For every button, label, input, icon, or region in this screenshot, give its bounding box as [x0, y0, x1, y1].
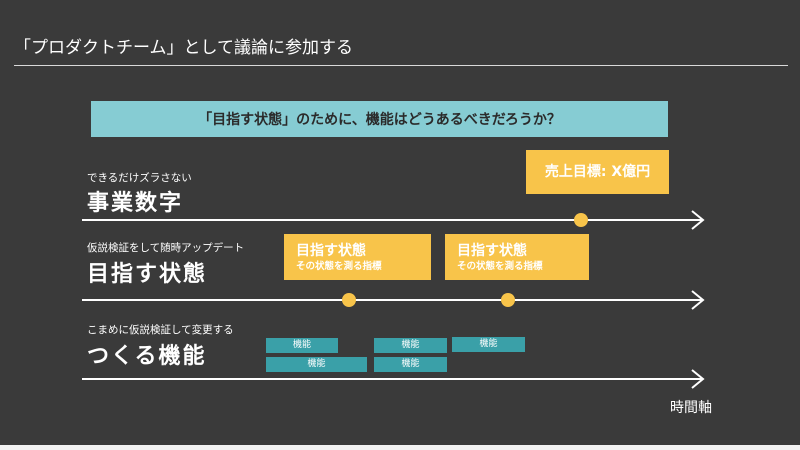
- feature-block-2: 機能: [266, 357, 367, 372]
- target-state-title-1: 目指す状態: [296, 243, 366, 259]
- target-state-milestone-1: [342, 293, 356, 307]
- row-title-target: 目指す状態: [87, 262, 208, 287]
- timeline-arrow-target: [82, 290, 710, 310]
- row-caption-features: こまめに仮説検証して変更する: [87, 324, 234, 336]
- target-state-callout-2: 目指す状態 その状態を測る指標: [445, 234, 589, 280]
- business-goal-callout: 売上目標: X億円: [526, 150, 669, 194]
- row-caption-business: できるだけズラさない: [87, 172, 192, 184]
- timeline-arrow-business: [82, 210, 710, 230]
- timeline-arrow-features: [82, 369, 710, 389]
- row-caption-target: 仮説検証をして随時アップデート: [87, 242, 245, 254]
- question-banner: 「目指す状態」のために、機能はどうあるべきだろうか？: [91, 101, 668, 137]
- target-state-subtitle-1: その状態を測る指標: [296, 261, 382, 272]
- bottom-strip: [0, 445, 800, 450]
- feature-block-1: 機能: [266, 338, 338, 353]
- target-state-subtitle-2: その状態を測る指標: [457, 261, 543, 272]
- business-goal-milestone: [574, 213, 588, 227]
- feature-block-4: 機能: [374, 357, 447, 372]
- target-state-milestone-2: [501, 293, 515, 307]
- feature-block-5: 機能: [452, 337, 525, 352]
- title-divider: [14, 65, 788, 66]
- slide-title: 「プロダクトチーム」として議論に参加する: [14, 38, 353, 58]
- business-goal-label: 売上目標: X億円: [544, 164, 651, 180]
- time-axis-label: 時間軸: [670, 400, 712, 416]
- row-title-features: つくる機能: [87, 344, 207, 369]
- target-state-title-2: 目指す状態: [457, 243, 527, 259]
- row-title-business: 事業数字: [87, 191, 184, 216]
- target-state-callout-1: 目指す状態 その状態を測る指標: [284, 234, 431, 280]
- question-text: 「目指す状態」のために、機能はどうあるべきだろうか？: [198, 112, 561, 128]
- feature-block-3: 機能: [374, 338, 447, 353]
